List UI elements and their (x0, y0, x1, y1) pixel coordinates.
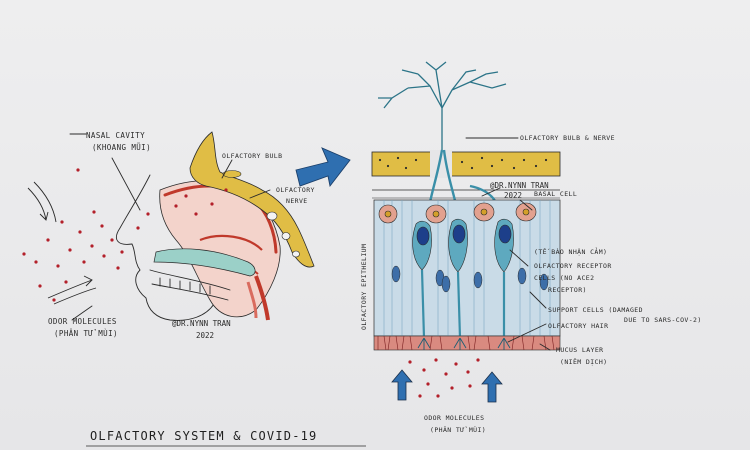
page-title: OLFACTORY SYSTEM & COVID-19 (90, 429, 317, 443)
palate (153, 248, 256, 277)
label-receptor-2: CELLS (NO ACE2 (534, 274, 594, 282)
label-olfactory-nerve-2: NERVE (286, 197, 308, 205)
receptor-neurons (412, 218, 514, 273)
label-nasal-cavity: NASAL CAVITY (86, 131, 145, 140)
year-right: 2022 (504, 191, 522, 200)
mucus-layer (373, 335, 561, 351)
neuron-dendrites (378, 61, 507, 150)
olfactory-bulb-left (222, 170, 242, 178)
transition-arrow (295, 147, 351, 188)
label-support-2: DUE TO SARS-COV-2) (624, 316, 702, 324)
label-mucus-1: MUCUS LAYER (556, 346, 603, 354)
odor-molecules-right (408, 358, 480, 398)
support-cell-nuclei (391, 265, 549, 293)
airflow-arrows-left (27, 181, 97, 305)
label-odor-molecules-left: ODOR MOLECULES (48, 317, 117, 326)
epithelium (373, 199, 561, 339)
signature-left: @DR.NYNN TRAN (172, 319, 231, 328)
label-mucus-2: (NIÊM DỊCH) (560, 357, 607, 366)
leader-lines-left (69, 133, 271, 321)
label-bulb-nerve: OLFACTORY BULB & NERVE (520, 134, 615, 142)
label-olfactory-bulb-left: OLFACTORY BULB (222, 152, 282, 160)
label-olfactory-nerve-1: OLFACTORY (276, 186, 315, 194)
odor-molecules-left (22, 168, 228, 302)
label-basal-cell: BASAL CELL (534, 190, 577, 198)
airflow-arrows-right (391, 369, 503, 403)
label-olfactory-epithelium: OLFACTORY EPITHELIUM (360, 244, 368, 330)
label-odor-molecules-left-vi: (PHÂN TỬ MÙI) (54, 329, 118, 338)
head-cross-section (116, 131, 315, 321)
basal-cells (378, 202, 537, 224)
label-odor-molecules-right: ODOR MOLECULES (424, 414, 484, 422)
olfactory-hair-tufts (417, 337, 511, 350)
label-nasal-cavity-vi: (KHOANG MŨI) (92, 143, 151, 152)
label-odor-molecules-right-vi: (PHÂN TỬ MÙI) (430, 425, 486, 434)
year-left: 2022 (196, 331, 214, 340)
label-receptor-1: OLFACTORY RECEPTOR (534, 262, 612, 270)
label-receptor-3: RECEPTOR) (548, 286, 587, 294)
leader-lines-right (465, 137, 551, 351)
olfactory-bulb-band (371, 150, 561, 199)
label-receptor-vi: (TẾ BÀO NHẬN CẢM) (534, 247, 607, 256)
signature-right: @DR.NYNN TRAN (490, 181, 549, 190)
label-olfactory-hair: OLFACTORY HAIR (548, 322, 608, 330)
label-support-1: SUPPORT CELLS (DAMAGED (548, 306, 643, 314)
